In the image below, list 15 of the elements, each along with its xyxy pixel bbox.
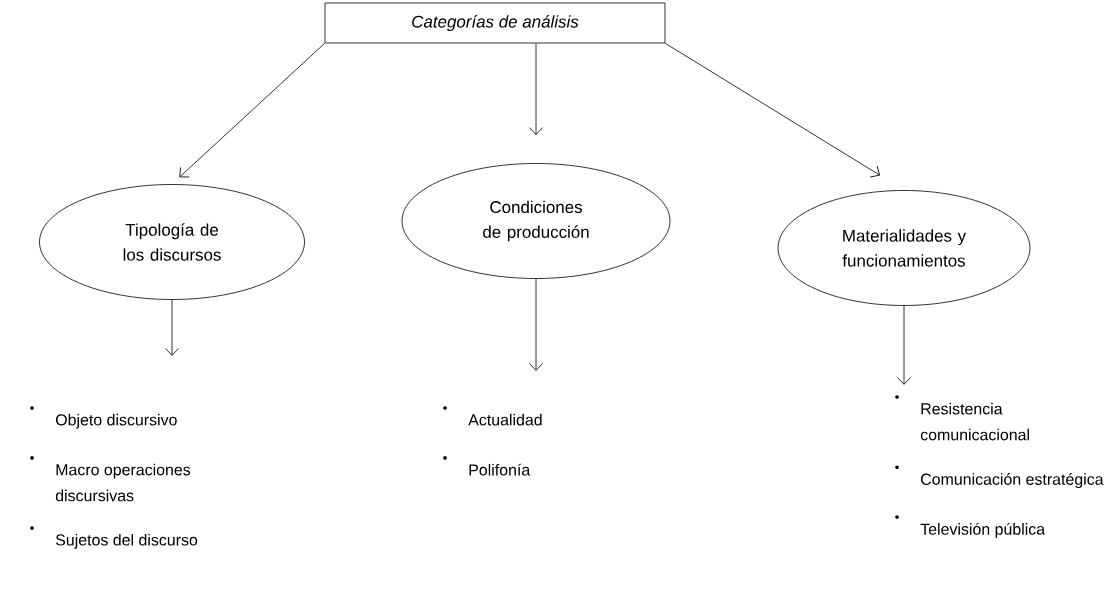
arrow [665, 43, 881, 178]
list-item: Objeto discursivo [30, 406, 177, 429]
list-item: Macro operaciones discursivas [30, 456, 191, 502]
arrow [165, 299, 179, 356]
list-item: Polifonía [443, 456, 531, 476]
list-item: Resistencia comunicacional [895, 395, 1029, 441]
list-item: Sujetos del discurso [30, 526, 198, 549]
list-item: Comunicación estratégica [895, 465, 1104, 489]
list-item: Televisión pública [895, 515, 1046, 538]
arrow [529, 278, 543, 371]
list-item: Actualidad [443, 406, 542, 426]
title-box: Categorías de análisis [324, 2, 666, 44]
arrow [529, 43, 543, 135]
arrow [179, 43, 325, 178]
arrow [897, 305, 911, 385]
